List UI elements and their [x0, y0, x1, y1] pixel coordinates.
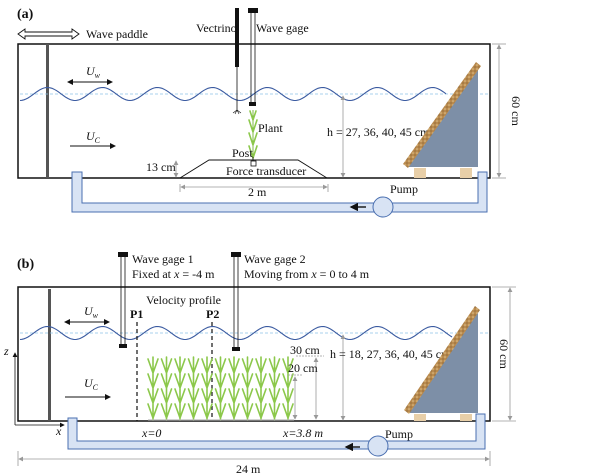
wave-gage-label: Wave gage — [256, 21, 309, 35]
x-end-label: x=3.8 m — [282, 426, 323, 440]
plant-icon — [228, 356, 240, 421]
water-surface-wave — [19, 86, 447, 102]
pump-icon-b — [367, 435, 389, 457]
bump-length-label: 2 m — [248, 185, 267, 199]
z-axis-label: z — [3, 344, 9, 358]
depth-label-b: h = 18, 27, 36, 40, 45 cm — [330, 347, 451, 361]
plant-icon — [282, 356, 294, 421]
wave-gage-2-top — [231, 252, 241, 257]
bump-platform — [178, 159, 329, 179]
vectrino-probe — [235, 8, 239, 67]
plant-icon — [147, 356, 159, 421]
plant-icon — [268, 356, 281, 421]
tank-height-label: 60 cm — [509, 96, 523, 126]
bump-height-label: 13 cm — [146, 160, 176, 174]
wave-gage-1-top — [118, 252, 128, 257]
post-label: Post — [232, 146, 253, 160]
vegetation-canopy — [147, 356, 294, 421]
plant-icon — [255, 356, 267, 421]
wave-gage-tip — [249, 102, 256, 106]
plant-icon — [241, 356, 254, 421]
wave-paddle-b — [48, 289, 51, 421]
p1-label: P1 — [130, 307, 143, 321]
panel-b-label: (b) — [17, 257, 34, 272]
recirculation-pipe — [71, 171, 488, 213]
pump-label-b: Pump — [385, 427, 413, 441]
water-surface-wave-b — [19, 325, 453, 341]
force-transducer-label: Force transducer — [226, 164, 306, 178]
pump-label: Pump — [390, 182, 418, 196]
pump-icon — [372, 196, 394, 218]
p2-label: P2 — [206, 307, 219, 321]
panel-b: (b) Wave gage 1 Fixed at x = -4 m Wave g… — [3, 252, 516, 476]
wave-paddle-arrow-icon — [17, 28, 80, 40]
canopy-20cm-label: 20 cm — [288, 361, 318, 375]
gage2-title: Wave gage 2 — [244, 252, 306, 266]
panel-a: (a) Wave paddle Vectrino Wave gage Plant… — [17, 7, 523, 218]
plant-icon — [214, 356, 227, 421]
wave-gage-top — [248, 8, 258, 13]
vectrino-label: Vectrino — [196, 21, 237, 35]
current-velocity-label: UC — [86, 129, 101, 145]
wave-gage-2-tip — [232, 347, 240, 351]
flume-tank-b — [17, 286, 491, 422]
recirculation-pipe-b — [67, 413, 486, 450]
wave-gage-1-tip — [119, 344, 127, 348]
velocity-profile-label: Velocity profile — [146, 293, 221, 307]
beach-sand-b — [404, 306, 480, 414]
wave-paddle — [46, 44, 49, 178]
plant-label: Plant — [258, 121, 283, 135]
vectrino-head-icon — [232, 109, 242, 115]
gage1-title: Wave gage 1 — [132, 252, 194, 266]
plant-icon — [248, 110, 258, 160]
panel-a-label: (a) — [17, 7, 34, 22]
plant-icon — [187, 356, 200, 421]
gage2-position: Moving from x = 0 to 4 m — [244, 267, 370, 281]
wave-velocity-label-b: Uw — [84, 304, 99, 320]
depth-label: h = 27, 36, 40, 45 cm — [327, 125, 430, 139]
force-transducer — [250, 160, 257, 167]
current-velocity-label-b: UC — [84, 376, 99, 392]
plant-icon — [160, 356, 173, 421]
x-axis-label: x — [55, 424, 62, 438]
wave-velocity-label: Uw — [86, 64, 101, 80]
x0-label: x=0 — [141, 426, 161, 440]
plant-icon — [174, 356, 186, 421]
tank-length-label: 24 m — [236, 462, 261, 476]
plant-icon — [201, 356, 213, 421]
wave-paddle-label: Wave paddle — [86, 27, 148, 41]
gage1-position: Fixed at x = -4 m — [132, 267, 215, 281]
tank-height-label-b: 60 cm — [497, 339, 511, 369]
canopy-30cm-label: 30 cm — [290, 343, 320, 357]
beach-sand — [403, 62, 481, 168]
